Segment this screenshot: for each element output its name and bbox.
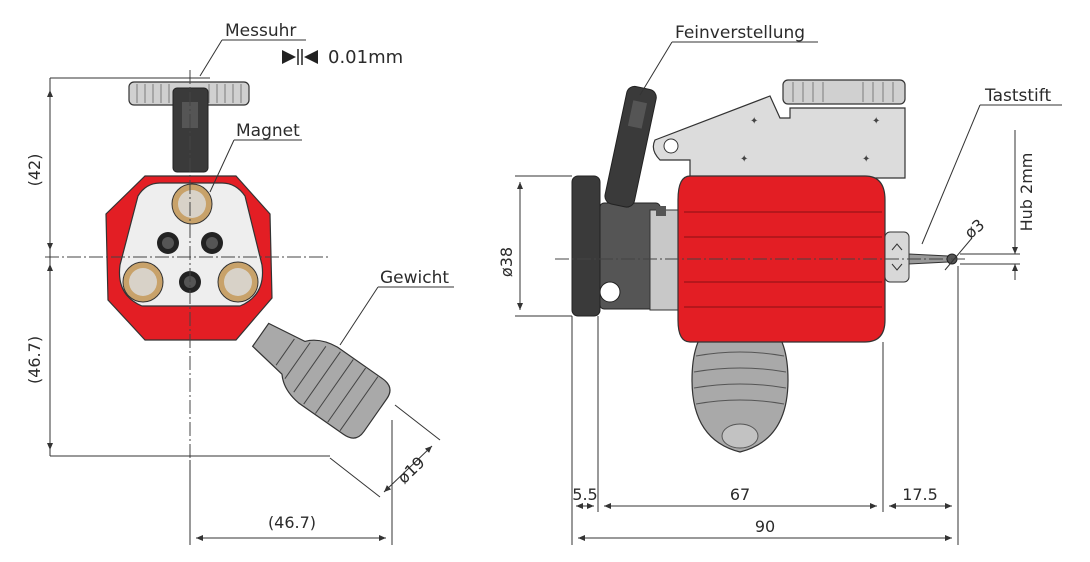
label-magnet: Magnet [236, 121, 300, 141]
label-resolution: 0.01mm [328, 47, 403, 68]
bracket-housing [652, 95, 906, 179]
resolution-arrow-icon [282, 50, 318, 64]
dim-offset-left: 5.5 [572, 485, 597, 504]
svg-text:✦: ✦ [872, 116, 880, 127]
magnet-cluster [122, 183, 259, 303]
label-messuhr: Messuhr [225, 21, 296, 41]
fine-adjust-lever [604, 85, 657, 208]
side-view: ✦ ✦ ✦ ✦ [497, 23, 1062, 545]
label-taststift: Taststift [984, 86, 1051, 106]
dim-height-lower: (46.7) [25, 336, 44, 384]
svg-text:✦: ✦ [750, 116, 758, 127]
svg-text:✦: ✦ [740, 154, 748, 165]
dim-tip-length: 17.5 [902, 485, 938, 504]
dial-knob-right [782, 79, 906, 105]
dim-total-length: 90 [755, 517, 775, 536]
dim-stroke: Hub 2mm [1017, 153, 1036, 232]
label-gewicht: Gewicht [380, 268, 449, 288]
front-view: (42) (46.7) (46.7) ø19 Messuhr 0.01mm Ma… [25, 21, 454, 545]
dim-weight-diameter: ø19 [394, 453, 429, 488]
dim-body-diameter: ø38 [497, 247, 516, 277]
label-feinverstellung: Feinverstellung [675, 23, 805, 43]
dim-width-left: (46.7) [268, 513, 316, 532]
left-knob [571, 175, 601, 317]
svg-text:✦: ✦ [862, 154, 870, 165]
dim-body-length: 67 [730, 485, 750, 504]
weight-left [251, 322, 391, 439]
dim-tip-diameter: ø3 [961, 215, 989, 242]
dim-height-upper: (42) [25, 154, 44, 187]
tip-holder [884, 231, 910, 283]
